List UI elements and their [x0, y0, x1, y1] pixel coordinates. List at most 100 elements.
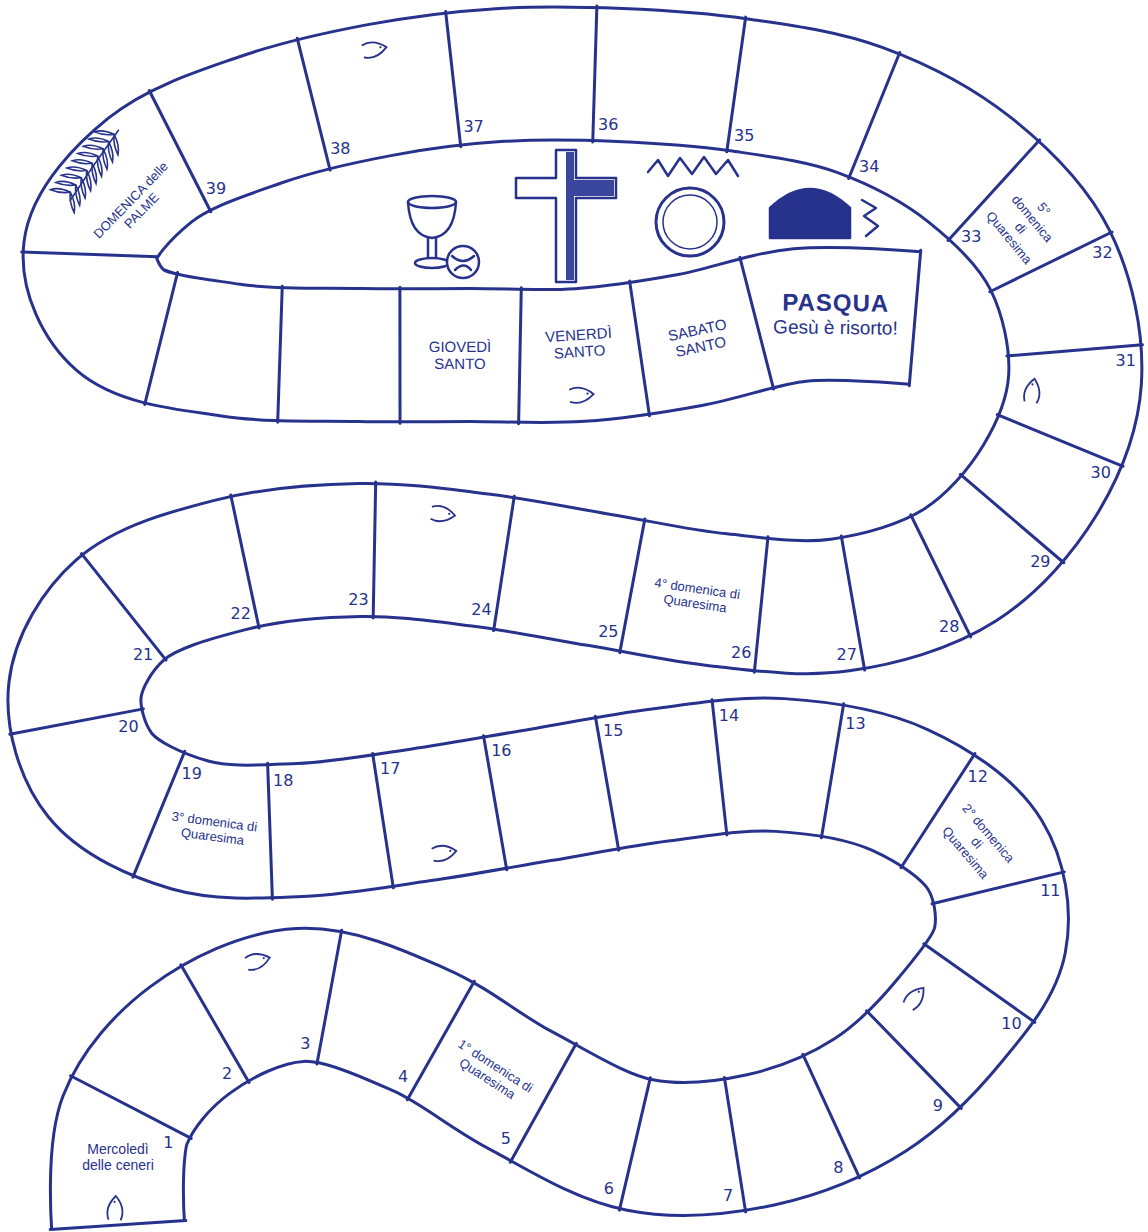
square-number: 32 — [1092, 245, 1112, 261]
finish-square: PASQUAGesù è risorto! — [764, 286, 908, 341]
fish-eye — [379, 46, 382, 49]
square-number: 36 — [598, 117, 618, 133]
square-divider — [620, 519, 645, 653]
palm-leaf — [50, 181, 70, 201]
fish-outline — [431, 843, 457, 862]
tomb-stone — [656, 188, 724, 256]
chalice-cup — [408, 202, 456, 238]
square-number: 16 — [491, 743, 511, 759]
fish-outline — [245, 950, 272, 971]
square-number: 39 — [206, 181, 226, 197]
start-square: Mercoledì delle ceneri — [71, 1139, 165, 1175]
square-label: Mercoledì delle ceneri — [73, 1141, 163, 1173]
square-number: 34 — [859, 159, 879, 175]
tomb-opening — [770, 189, 850, 238]
fish-symbol — [361, 40, 387, 59]
chalice-base — [415, 258, 449, 268]
square-divider — [909, 250, 920, 386]
square-divider — [630, 281, 650, 416]
fish-outline — [902, 983, 929, 1011]
square-number: 11 — [1040, 883, 1060, 899]
palm-stem — [60, 130, 128, 200]
square-subtitle: Gesù è risorto! — [773, 316, 898, 339]
square-divider — [619, 1078, 650, 1210]
empty-tomb — [648, 157, 878, 256]
light-rays — [862, 200, 878, 236]
square-number: 28 — [939, 619, 959, 635]
square-number: 23 — [348, 592, 368, 608]
tomb-stone-inner — [663, 195, 717, 249]
fish-outline — [1023, 377, 1042, 403]
fish-outline — [430, 505, 456, 523]
square-divider — [960, 474, 1063, 562]
square-divider — [181, 965, 249, 1083]
square-divider — [446, 11, 461, 146]
fish-eye — [917, 990, 920, 993]
bread — [447, 246, 479, 278]
bread-loaf — [447, 246, 479, 278]
square-number: 27 — [837, 647, 857, 663]
fish-eye — [262, 957, 265, 960]
square-number: 24 — [471, 602, 491, 618]
square-number: 6 — [604, 1181, 614, 1197]
square-number: 4 — [398, 1069, 408, 1085]
square-divider — [317, 930, 342, 1064]
square-number: 29 — [1030, 554, 1050, 570]
square-label: PASQUA — [782, 289, 889, 318]
square-number: 30 — [1091, 465, 1111, 481]
square-divider — [278, 286, 283, 422]
cross-shade — [566, 152, 614, 280]
square-number: 37 — [463, 119, 483, 135]
holy-day-square: GIOVEDÌ SANTO — [412, 336, 508, 375]
fish-symbol — [107, 1196, 123, 1221]
game-path — [10, 6, 1143, 1229]
square-divider — [911, 515, 971, 637]
square-divider — [803, 1054, 860, 1178]
light-rays — [648, 157, 738, 176]
fish-symbol — [431, 843, 457, 862]
square-number: 5 — [501, 1131, 511, 1147]
square-divider — [22, 252, 158, 257]
square-number: 14 — [719, 708, 739, 724]
fish-eye — [1031, 383, 1034, 386]
fish-symbol — [245, 950, 272, 971]
square-divider — [867, 1011, 962, 1109]
square-number: 25 — [598, 624, 618, 640]
square-number: 15 — [603, 723, 623, 739]
square-divider — [593, 6, 597, 142]
square-divider — [510, 1043, 576, 1162]
square-divider — [924, 944, 1035, 1023]
square-divider — [297, 38, 330, 170]
square-divider — [754, 537, 768, 672]
square-number: 12 — [968, 769, 988, 785]
path-border — [74, 73, 1075, 1225]
square-divider — [81, 554, 166, 661]
path-ground — [74, 73, 1075, 1225]
square-divider — [997, 415, 1123, 467]
fish-outline — [107, 1196, 123, 1221]
chalice-stem — [428, 238, 436, 258]
square-number: 7 — [723, 1188, 733, 1204]
square-divider — [932, 872, 1064, 904]
bread-cut — [452, 256, 474, 270]
square-number: 8 — [833, 1160, 843, 1176]
square-divider — [268, 763, 273, 899]
square-divider — [50, 1221, 186, 1230]
square-divider — [821, 704, 843, 838]
square-label: GIOVEDÌ SANTO — [414, 338, 506, 373]
square-number: 33 — [961, 229, 981, 245]
square-number: 18 — [273, 773, 293, 789]
fish-symbol — [569, 387, 594, 404]
square-divider — [231, 495, 259, 628]
square-number: 26 — [731, 645, 751, 661]
fish-outline — [569, 387, 594, 404]
fish-eye — [448, 513, 450, 515]
square-number: 38 — [330, 141, 350, 157]
fish-eye — [586, 392, 588, 394]
square-number: 1 — [163, 1135, 173, 1151]
square-divider — [145, 273, 178, 405]
fish-eye — [113, 1201, 115, 1203]
square-number: 10 — [1001, 1016, 1021, 1032]
square-divider — [519, 288, 522, 424]
